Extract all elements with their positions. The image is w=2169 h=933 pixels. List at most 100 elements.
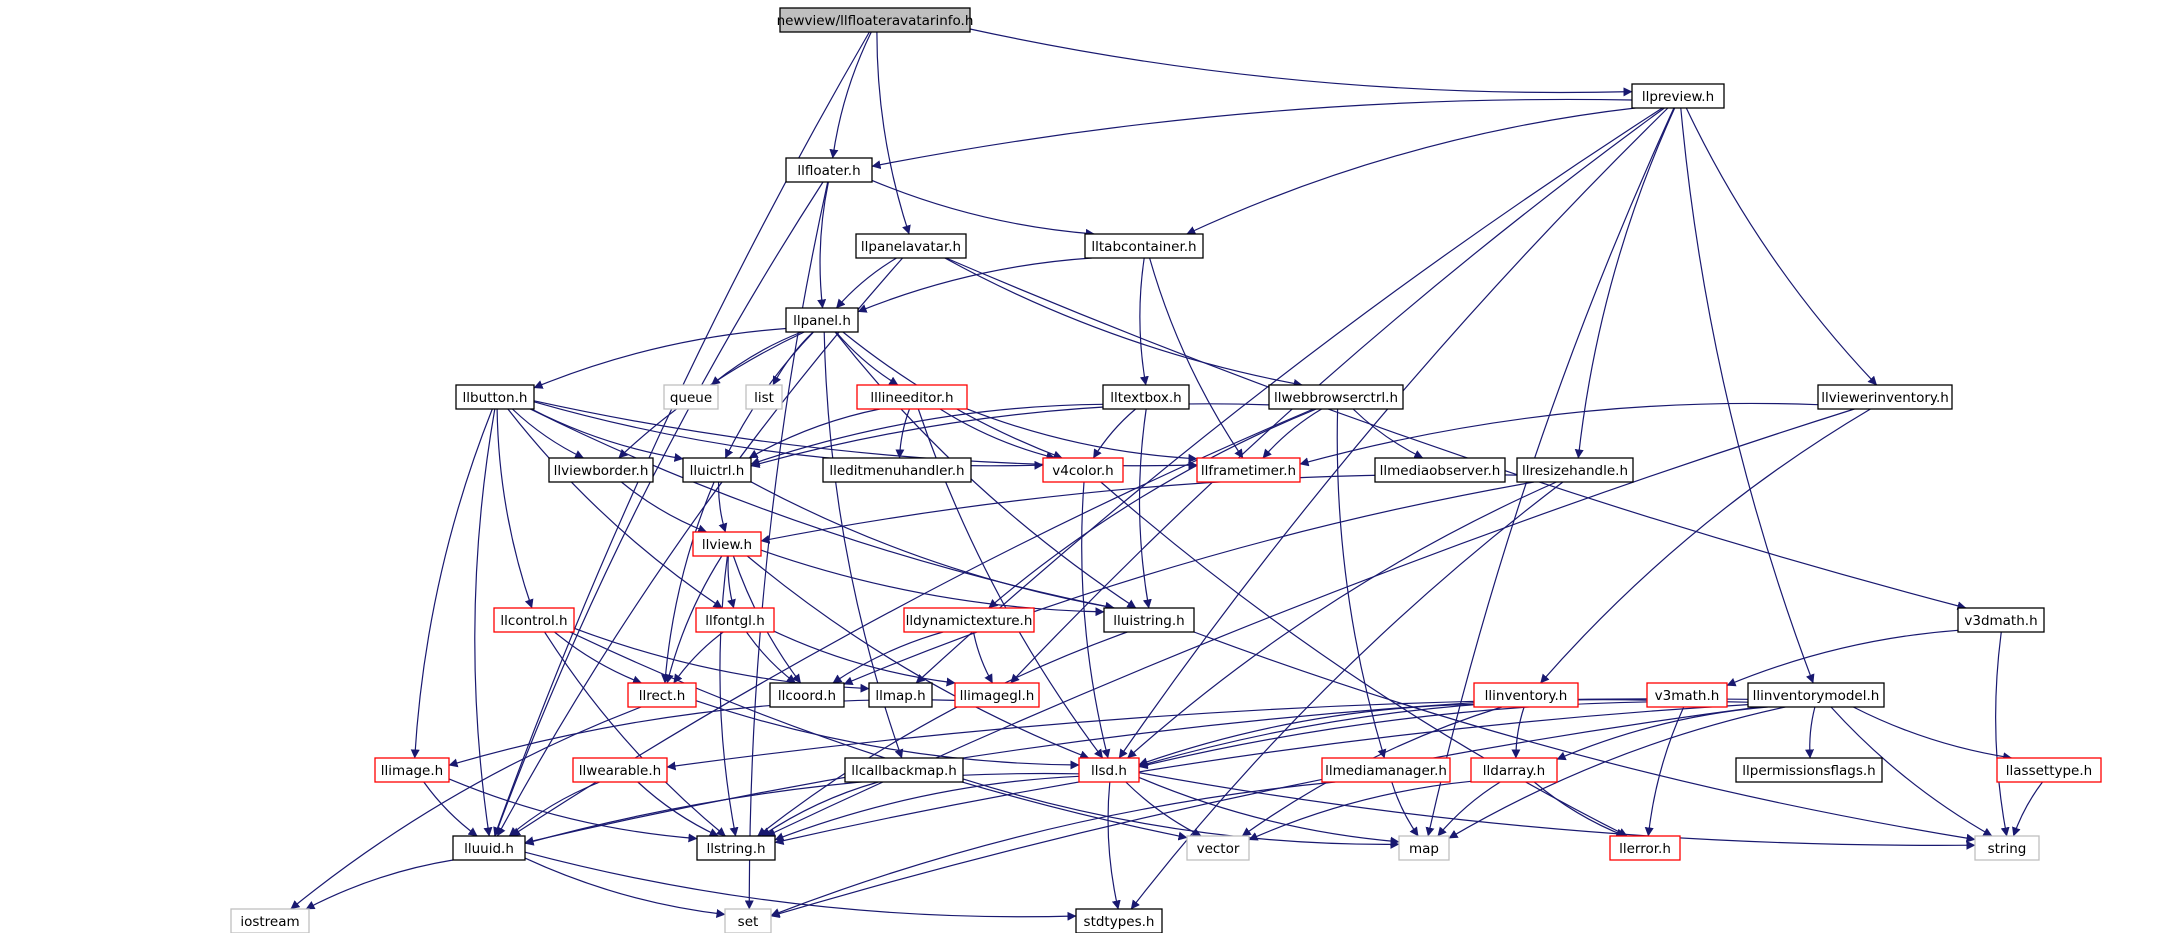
- node-llwearable[interactable]: llwearable.h: [572, 757, 668, 783]
- node-llrect[interactable]: llrect.h: [627, 682, 697, 708]
- node-box: [572, 757, 668, 783]
- edge-llpanel-to-list: [772, 331, 814, 386]
- edge-llview-to-lluistring: [760, 549, 1105, 617]
- node-llcontrol[interactable]: llcontrol.h: [493, 607, 575, 633]
- node-llcoord[interactable]: llcoord.h: [769, 682, 845, 708]
- node-label: lluistring.h: [1113, 613, 1184, 629]
- node-v3math[interactable]: v3math.h: [1646, 682, 1728, 708]
- node-lleditmenuhandler[interactable]: lleditmenuhandler.h: [822, 457, 972, 483]
- header-nodes: newview/llfloateravatarinfo.h llpreview.h…: [230, 7, 2102, 933]
- node-llpanelavatar[interactable]: llpanelavatar.h: [855, 233, 967, 259]
- node-llview[interactable]: llview.h: [692, 531, 762, 557]
- node-stdtypes[interactable]: stdtypes.h: [1075, 908, 1163, 933]
- node-lltextbox[interactable]: lltextbox.h: [1102, 384, 1190, 410]
- edge-lltextbox-to-v4color: [1092, 408, 1136, 459]
- edge-llmediamanager-to-set: [770, 781, 1336, 917]
- node-box: [785, 157, 873, 183]
- edge-llpreview-to-lltabcontainer: [1186, 107, 1636, 235]
- node-box: [1817, 384, 1953, 410]
- node-lluuid[interactable]: lluuid.h: [452, 835, 526, 861]
- node-llimagegl[interactable]: llimagegl.h: [954, 682, 1040, 708]
- node-label: llpanelavatar.h: [861, 239, 961, 255]
- edge-llview-to-llsd: [746, 555, 1090, 760]
- edge-lluictrl-to-llview: [717, 481, 728, 533]
- node-label: llviewborder.h: [554, 463, 649, 479]
- edge-lluictrl-to-lluistring: [750, 481, 1115, 611]
- edge-llbutton-to-llimage: [410, 408, 493, 759]
- node-v3dmath[interactable]: v3dmath.h: [1957, 607, 2045, 633]
- node-llassettype[interactable]: llassettype.h: [1996, 757, 2102, 783]
- node-llfloater[interactable]: llfloater.h: [785, 157, 873, 183]
- edge-llresizehandle-to-llsd: [1127, 481, 1557, 759]
- edge-llpanel-to-lluistring: [834, 331, 1137, 609]
- edge-llpreview-to-llviewerinventory: [1685, 107, 1878, 386]
- node-lluictrl[interactable]: lluictrl.h: [682, 457, 752, 483]
- node-lllineeditor[interactable]: lllineeditor.h: [856, 384, 968, 410]
- edge-lldynamictexture-to-llcoord: [832, 631, 944, 684]
- node-label: v3dmath.h: [1964, 613, 2037, 629]
- node-llmediamanager[interactable]: llmediamanager.h: [1321, 757, 1451, 783]
- node-label: v4color.h: [1052, 463, 1113, 479]
- edge-v4color-to-llerror: [1100, 481, 1628, 837]
- edge-llcontrol-to-vector: [569, 631, 1188, 841]
- node-label: llimagegl.h: [960, 688, 1035, 704]
- edge-lllineeditor-to-lluictrl: [748, 408, 881, 459]
- edge-lltabcontainer-to-llpanel: [857, 257, 1092, 313]
- node-llimage[interactable]: llimage.h: [374, 757, 450, 783]
- node-llsd[interactable]: llsd.h: [1078, 757, 1140, 783]
- node-llfontgl[interactable]: llfontgl.h: [695, 607, 775, 633]
- node-label: llfloater.h: [797, 163, 860, 179]
- edge-llviewerinventory-to-llinventory: [1540, 408, 1871, 684]
- edge-llpanel-to-llbutton: [533, 327, 787, 389]
- node-llmap[interactable]: llmap.h: [868, 682, 933, 708]
- node-llinventory[interactable]: llinventory.h: [1473, 682, 1579, 708]
- node-llpanel[interactable]: llpanel.h: [785, 307, 859, 333]
- node-llpermissionsflags[interactable]: llpermissionsflags.h: [1735, 757, 1883, 783]
- node-box: [745, 384, 783, 410]
- edge-llview-to-llstring: [719, 555, 739, 837]
- node-llframetimer[interactable]: llframetimer.h: [1196, 457, 1301, 483]
- node-llmediaobserver[interactable]: llmediaobserver.h: [1374, 457, 1506, 483]
- node-llcallbackmap[interactable]: llcallbackmap.h: [844, 757, 964, 783]
- node-label: lluictrl.h: [690, 463, 745, 479]
- edge-llpanelavatar-to-llwebbrowserctrl: [944, 257, 1303, 388]
- node-lluistring[interactable]: lluistring.h: [1103, 607, 1195, 633]
- node-label: llbutton.h: [463, 390, 528, 406]
- node-llbutton[interactable]: llbutton.h: [455, 384, 535, 410]
- node-root[interactable]: newview/llfloateravatarinfo.h: [777, 7, 974, 33]
- edge-v4color-to-llsd: [1081, 481, 1111, 759]
- node-llviewerinventory[interactable]: llviewerinventory.h: [1817, 384, 1953, 410]
- node-lldarray[interactable]: lldarray.h: [1470, 757, 1558, 783]
- node-box: [1196, 457, 1301, 483]
- node-llresizehandle[interactable]: llresizehandle.h: [1516, 457, 1634, 483]
- node-label: v3math.h: [1655, 688, 1720, 704]
- edge-lltabcontainer-to-lltextbox: [1139, 257, 1149, 386]
- edge-llpreview-to-llresizehandle: [1574, 107, 1676, 459]
- node-lltabcontainer[interactable]: lltabcontainer.h: [1084, 233, 1204, 259]
- node-v4color[interactable]: v4color.h: [1042, 457, 1124, 483]
- node-label: vector: [1197, 841, 1240, 857]
- node-box: [663, 384, 719, 410]
- edge-llresizehandle-to-llcoord: [843, 481, 1535, 686]
- node-label: llmap.h: [875, 688, 925, 704]
- edge-lltabcontainer-to-llframetimer: [1149, 257, 1244, 459]
- node-box: [724, 908, 772, 933]
- node-box: [692, 531, 762, 557]
- node-label: llresizehandle.h: [1522, 463, 1628, 479]
- edge-llbutton-to-llviewborder: [511, 408, 585, 459]
- edge-llpanelavatar-to-llpanel: [835, 257, 897, 309]
- node-llpreview[interactable]: llpreview.h: [1631, 83, 1725, 109]
- node-llwebbrowserctrl[interactable]: llwebbrowserctrl.h: [1268, 384, 1404, 410]
- edge-lluuid-to-iostream: [305, 859, 454, 910]
- node-llinventorymodel[interactable]: llinventorymodel.h: [1747, 682, 1885, 708]
- node-llerror[interactable]: llerror.h: [1609, 835, 1681, 861]
- node-lldynamictexture[interactable]: lldynamictexture.h: [903, 607, 1035, 633]
- edge-lldynamictexture-to-llimagegl: [972, 631, 994, 684]
- edge-llimage-to-lluuid: [423, 781, 478, 837]
- node-label: iostream: [240, 914, 299, 930]
- node-llviewborder[interactable]: llviewborder.h: [548, 457, 654, 483]
- node-llstring[interactable]: llstring.h: [696, 835, 776, 861]
- node-box: [954, 682, 1040, 708]
- edge-lluuid-to-set: [524, 857, 726, 918]
- node-box: [1075, 908, 1163, 933]
